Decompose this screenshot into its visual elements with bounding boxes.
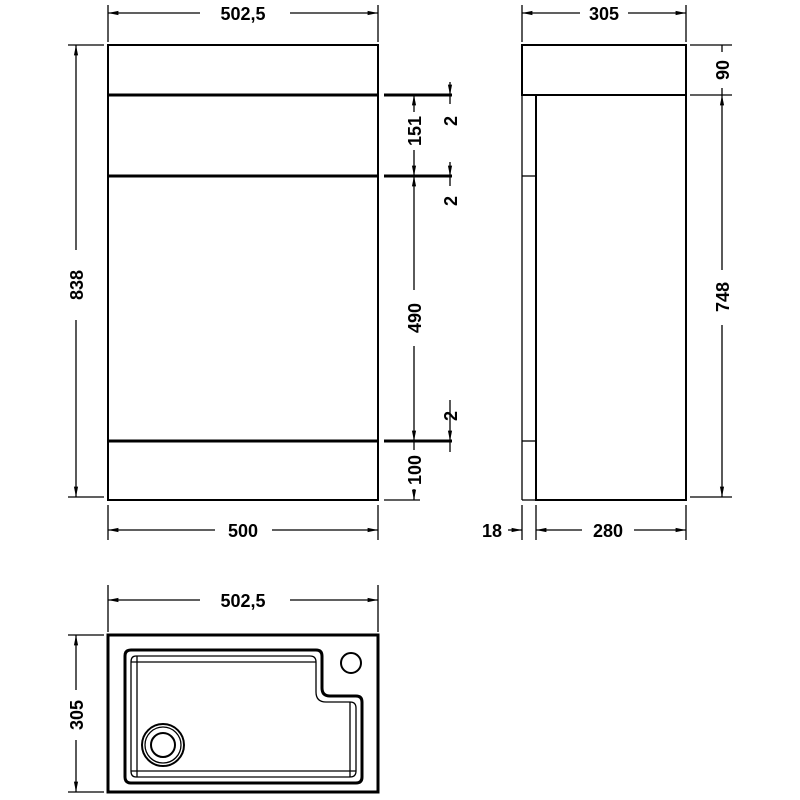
drain-outer-icon <box>141 723 185 767</box>
dim-door-thickness: 18 <box>482 521 502 541</box>
dim-side-depth-top: 305 <box>589 4 619 24</box>
plan-outline <box>106 633 380 794</box>
side-basin <box>521 44 687 96</box>
dim-front-width-top: 502,5 <box>220 4 265 24</box>
front-view: 502,5 838 500 151 490 100 2 2 2 <box>67 4 461 541</box>
side-view: 305 90 748 18 280 <box>482 4 733 541</box>
dim-plan-width: 502,5 <box>220 591 265 611</box>
side-cabinet <box>535 94 687 501</box>
dim-side-cabinet-depth: 280 <box>593 521 623 541</box>
tap-hole-icon <box>340 652 362 674</box>
dim-side-cabinet-height: 748 <box>713 282 733 312</box>
dim-front-height: 838 <box>67 270 87 300</box>
plan-view: 502,5 305 <box>67 585 380 794</box>
dim-gap-3: 2 <box>441 411 461 421</box>
dim-plinth-height: 100 <box>405 455 425 485</box>
dim-gap-2: 2 <box>441 196 461 206</box>
dim-front-width-bottom: 500 <box>228 521 258 541</box>
dim-gap-1: 2 <box>441 116 461 126</box>
dim-drawer-height: 151 <box>405 116 425 146</box>
dim-door-height: 490 <box>405 303 425 333</box>
drain-inner-icon <box>150 732 176 758</box>
basin-bowl-outer <box>123 648 364 785</box>
dim-side-basin-height: 90 <box>713 60 733 80</box>
front-outline <box>107 44 379 501</box>
dim-plan-depth: 305 <box>67 700 87 730</box>
